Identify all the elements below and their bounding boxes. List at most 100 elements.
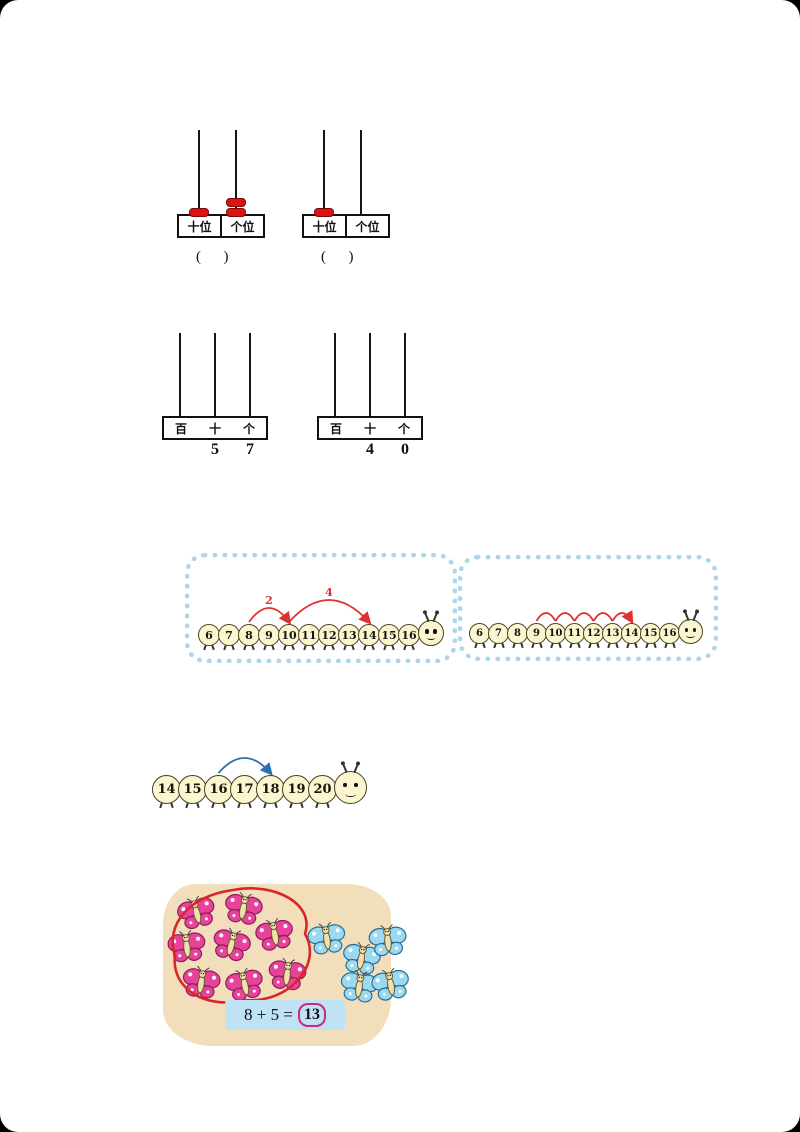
antenna <box>342 764 348 773</box>
chart-rod <box>404 333 406 420</box>
caterpillar-head <box>334 764 367 804</box>
chart-rod <box>214 333 216 420</box>
caterpillar-segment: 17 <box>230 775 259 804</box>
caterpillar-head <box>418 613 444 646</box>
answer-blank-left: ( ) <box>196 249 229 265</box>
abacus-bead <box>226 208 246 217</box>
hundreds-label: 百 <box>174 421 187 436</box>
ones-label: 个 <box>397 421 410 436</box>
mouth <box>426 635 436 641</box>
caterpillar-segment: 13 <box>338 624 360 646</box>
abacus-tens-ones-right: 十位 个位 <box>302 130 390 238</box>
ones-label: 个 <box>242 421 255 436</box>
eye <box>692 627 697 633</box>
equation-box: 8 + 5 = 13 <box>225 1000 345 1030</box>
equation-answer: 13 <box>297 1003 326 1027</box>
abacus-rod <box>323 130 325 218</box>
tens-label: 十 <box>208 421 221 436</box>
abacus-rod <box>235 130 237 218</box>
chart-digits-right: 4 0 <box>317 441 423 461</box>
place-label-box: 十位 个位 <box>177 214 265 238</box>
place-value-chart-left: 百 十 个 <box>162 333 268 440</box>
abacus-bead <box>314 208 334 217</box>
caterpillar-segment: 8 <box>507 623 528 644</box>
caterpillar-segment: 20 <box>308 775 337 804</box>
eye <box>343 782 347 788</box>
ones-label: 个位 <box>220 216 263 236</box>
tens-digit: 4 <box>366 441 374 458</box>
caterpillar-segment: 8 <box>238 624 260 646</box>
blue-butterfly <box>368 965 414 1007</box>
caterpillar-segment: 13 <box>602 623 623 644</box>
caterpillar-head <box>678 612 703 644</box>
eye <box>433 629 437 634</box>
tens-label: 十 <box>363 421 376 436</box>
svg-text:2: 2 <box>265 594 273 607</box>
place-label-box: 百 十 个 <box>317 416 423 440</box>
antenna <box>684 612 690 621</box>
eye <box>354 782 358 788</box>
tens-label: 十位 <box>312 219 337 234</box>
caterpillar-segment: 9 <box>258 624 280 646</box>
caterpillar-segment: 15 <box>378 624 400 646</box>
place-label-box: 百 十 个 <box>162 416 268 440</box>
chart-rod <box>369 333 371 420</box>
caterpillar-segment: 16 <box>659 623 680 644</box>
chart-rod <box>179 333 181 420</box>
caterpillar-segment: 7 <box>218 624 240 646</box>
caterpillar-segment: 6 <box>469 623 490 644</box>
caterpillar-segment: 6 <box>198 624 220 646</box>
tens-digit: 5 <box>211 441 219 458</box>
abacus-rod <box>360 130 362 218</box>
ones-digit: 0 <box>401 441 409 458</box>
caterpillar-segment: 10 <box>278 624 300 646</box>
chart-rod <box>334 333 336 420</box>
caterpillar-segment: 9 <box>526 623 547 644</box>
equation-expression: 8 + 5 = <box>244 1005 293 1024</box>
caterpillar-segment: 16 <box>204 775 233 804</box>
caterpillar-segment: 19 <box>282 775 311 804</box>
chart-digits-left: 5 7 <box>162 441 268 461</box>
svg-text:4: 4 <box>325 586 333 599</box>
antenna <box>691 612 697 621</box>
tens-label: 十位 <box>187 219 212 234</box>
antenna <box>353 764 359 773</box>
caterpillar-segment: 16 <box>398 624 420 646</box>
caterpillar-segment: 12 <box>583 623 604 644</box>
antenna <box>432 613 438 622</box>
abacus-bead <box>226 198 246 207</box>
blue-butterfly-group <box>163 884 409 1046</box>
eye <box>425 629 429 634</box>
caterpillar-segment: 14 <box>358 624 380 646</box>
caterpillar-segment: 18 <box>256 775 285 804</box>
caterpillar-segment: 10 <box>545 623 566 644</box>
caterpillar-segment: 11 <box>298 624 320 646</box>
caterpillar-segment: 14 <box>152 775 181 804</box>
caterpillar-segment: 11 <box>564 623 585 644</box>
mouth <box>686 633 695 639</box>
eye <box>684 627 689 633</box>
blue-butterfly <box>367 922 410 961</box>
abacus-tens-ones-left: 十位 个位 <box>177 130 265 238</box>
caterpillar-segment: 14 <box>621 623 642 644</box>
abacus-bead <box>189 208 209 217</box>
abacus-rod <box>198 130 200 218</box>
antenna <box>424 613 430 622</box>
place-value-chart-right: 百 十 个 <box>317 333 423 440</box>
answer-blank-right: ( ) <box>321 249 354 265</box>
place-label-box: 十位 个位 <box>302 214 390 238</box>
ones-digit: 7 <box>246 441 254 458</box>
caterpillar-segment: 15 <box>178 775 207 804</box>
caterpillar-segment: 15 <box>640 623 661 644</box>
chart-rod <box>249 333 251 420</box>
caterpillar-segment: 12 <box>318 624 340 646</box>
hundreds-label: 百 <box>329 421 342 436</box>
mouth <box>344 792 357 797</box>
